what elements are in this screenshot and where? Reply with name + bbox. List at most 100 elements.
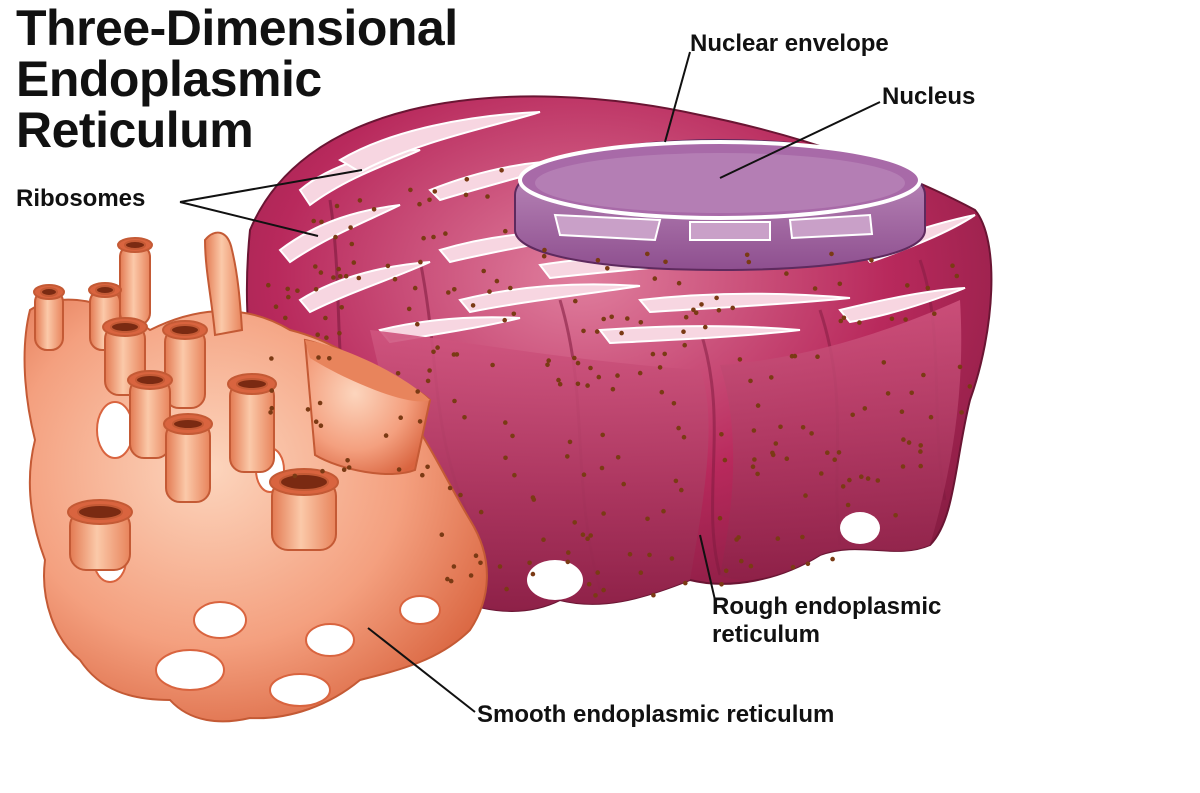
leader-line-ribosomes-1 bbox=[179, 169, 363, 203]
ribosome-dot bbox=[683, 314, 689, 320]
leader-line-ribosomes-2 bbox=[179, 201, 319, 237]
ribosome-dot bbox=[313, 264, 318, 269]
ribosome-dot bbox=[885, 391, 891, 396]
ribosome-dot bbox=[967, 384, 973, 389]
ribosome-dot bbox=[512, 472, 517, 478]
ribosome-dot bbox=[581, 328, 586, 334]
ribosome-dot bbox=[343, 273, 349, 279]
ribosome-dot bbox=[610, 386, 616, 392]
ribosome-dot bbox=[932, 311, 937, 317]
ribosome-dot bbox=[446, 290, 451, 295]
ribosome-dot bbox=[327, 356, 332, 361]
ribosome-dot bbox=[527, 560, 532, 566]
ribosome-dot bbox=[588, 533, 593, 538]
ribosome-dot bbox=[750, 464, 756, 470]
ribosome-dot bbox=[273, 304, 279, 310]
ribosome-dot bbox=[778, 424, 783, 430]
ribosome-dot bbox=[669, 556, 675, 561]
ribosome-dot bbox=[586, 581, 592, 587]
ribosome-dot bbox=[295, 288, 300, 294]
ribosome-dot bbox=[331, 275, 336, 280]
ribosome-dot bbox=[918, 463, 923, 469]
ribosome-dot bbox=[425, 378, 431, 384]
ribosome-dot bbox=[594, 329, 600, 334]
ribosome-dot bbox=[621, 481, 626, 487]
ribosome-dot bbox=[421, 235, 426, 241]
ribosome-dot bbox=[815, 354, 820, 360]
ribosome-dot bbox=[485, 194, 490, 199]
ribosome-dot bbox=[638, 320, 644, 325]
ribosome-dot bbox=[565, 559, 571, 565]
ribosome-dot bbox=[748, 563, 754, 569]
ribosome-dot bbox=[850, 412, 855, 418]
ribosome-dot bbox=[503, 420, 508, 425]
ribosome-dot bbox=[452, 398, 457, 404]
ribosome-dot bbox=[903, 317, 908, 322]
ribosome-dot bbox=[751, 428, 757, 433]
ribosome-dot bbox=[601, 587, 606, 593]
ribosome-dot bbox=[336, 266, 342, 272]
ribosome-dot bbox=[502, 317, 508, 323]
ribosome-dot bbox=[676, 425, 681, 431]
ribosome-dot bbox=[739, 558, 744, 564]
ribosome-dot bbox=[545, 362, 550, 368]
ribosome-dot bbox=[954, 273, 960, 279]
ribosome-dot bbox=[417, 419, 423, 424]
ribosome-dot bbox=[458, 492, 463, 498]
label-nucleus: Nucleus bbox=[882, 83, 976, 110]
ribosome-dot bbox=[494, 278, 500, 284]
ribosome-dot bbox=[832, 457, 837, 463]
ribosome-dot bbox=[567, 439, 573, 445]
label-rough-er-line-2: reticulum bbox=[712, 621, 821, 648]
ribosome-dot bbox=[838, 318, 844, 324]
ribosome-dot bbox=[487, 289, 492, 294]
ribosome-dot bbox=[699, 302, 704, 307]
ribosome-dot bbox=[900, 464, 906, 469]
ribosome-dot bbox=[556, 377, 561, 383]
ribosome-dot bbox=[452, 287, 457, 292]
ribosome-dot bbox=[865, 476, 871, 481]
ribosome-dot bbox=[541, 253, 547, 259]
ribosome-dot bbox=[746, 259, 752, 265]
ribosome-dot bbox=[714, 295, 719, 301]
smooth-er-body bbox=[23, 231, 488, 723]
ribosome-dot bbox=[490, 362, 495, 368]
ribosome-dot bbox=[682, 342, 687, 348]
ribosome-dot bbox=[773, 441, 779, 446]
ribosome-dot bbox=[415, 321, 420, 327]
ribosome-dot bbox=[481, 268, 487, 274]
ribosome-dot bbox=[478, 509, 484, 515]
ribosome-dot bbox=[420, 472, 425, 478]
ribosome-dot bbox=[504, 586, 509, 592]
ribosome-dot bbox=[737, 357, 743, 362]
ribosome-dot bbox=[671, 401, 677, 406]
ribosome-dot bbox=[906, 440, 912, 445]
ribosome-dot bbox=[657, 365, 663, 370]
ribosome-dot bbox=[734, 537, 739, 542]
label-ribosomes: Ribosomes bbox=[16, 185, 146, 212]
ribosome-dot bbox=[619, 330, 624, 336]
ribosome-dot bbox=[679, 487, 684, 493]
ribosome-dot bbox=[847, 477, 852, 483]
ribosome-dot bbox=[269, 388, 275, 393]
ribosome-dot bbox=[784, 456, 790, 462]
ribosome-dot bbox=[645, 516, 650, 522]
ribosome-dot bbox=[318, 423, 324, 429]
ribosome-dot bbox=[800, 425, 806, 430]
ribosome-dot bbox=[439, 532, 445, 537]
ribosome-dot bbox=[588, 365, 593, 371]
ribosome-dot bbox=[464, 177, 470, 182]
ribosome-dot bbox=[341, 467, 347, 473]
ribosome-dot bbox=[921, 372, 926, 378]
ribosome-dot bbox=[383, 433, 389, 438]
ribosome-dot bbox=[805, 561, 811, 567]
ribosome-dot bbox=[599, 465, 605, 471]
ribosome-dot bbox=[752, 457, 757, 462]
ribosome-dot bbox=[542, 247, 547, 253]
ribosome-dot bbox=[601, 511, 606, 516]
ribosome-dot bbox=[371, 207, 377, 212]
ribosome-dot bbox=[673, 478, 679, 484]
ribosome-dot bbox=[819, 471, 824, 476]
ribosome-dot bbox=[323, 315, 328, 321]
